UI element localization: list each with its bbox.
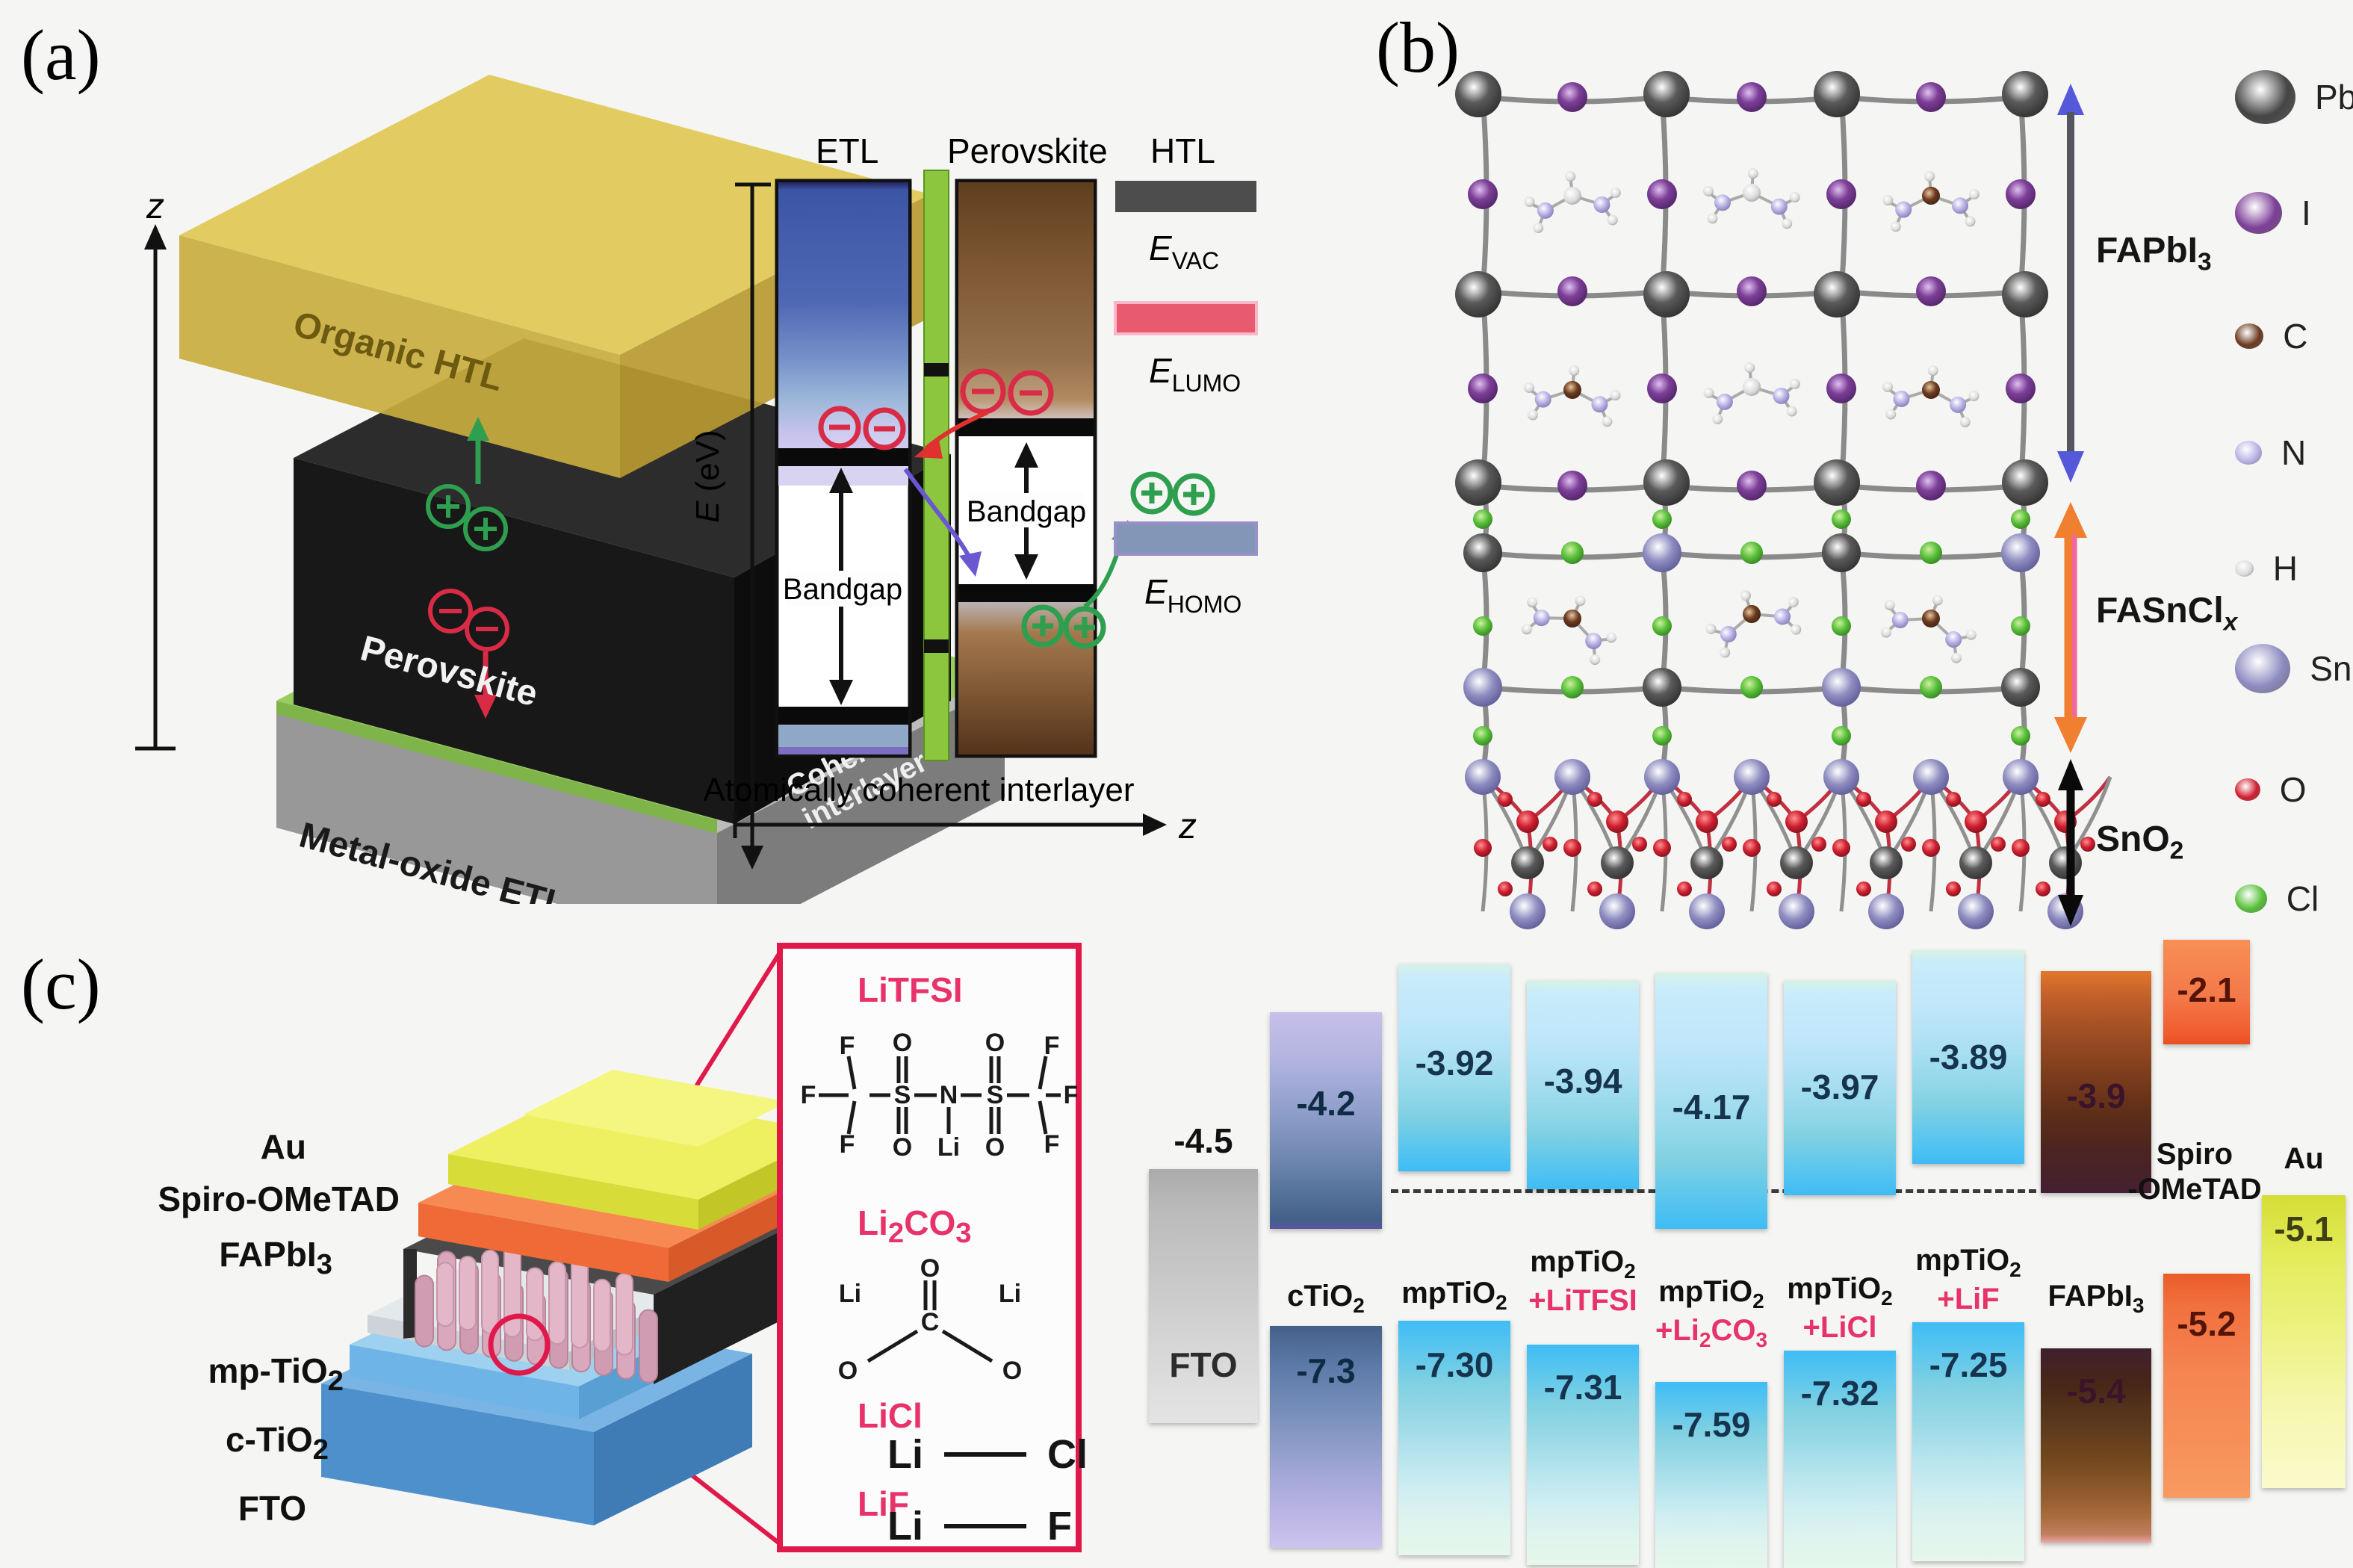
atom-label-f: F [840, 1130, 855, 1159]
energy-value-top-fto: -4.5 [1136, 1121, 1271, 1161]
energy-value-top-mptio2-licl: -3.97 [1773, 1067, 1907, 1107]
energy-bar-label-au: Au [2207, 1141, 2353, 1177]
energy-value-bottom-au: -5.1 [2236, 1209, 2353, 1249]
energy-value-top-mptio2-lif: -3.89 [1901, 1037, 2036, 1077]
li2co3-structure: OCOOLiLi [807, 1248, 1053, 1389]
energy-value-top-ctio2: -4.2 [1259, 1083, 1393, 1124]
energy-value-bottom-ctio2: -7.3 [1259, 1351, 1393, 1391]
energy-value-bottom-mptio2-litfsi: -7.31 [1516, 1367, 1650, 1407]
energy-value-bottom-fapbi3: -5.4 [2029, 1371, 2163, 1411]
atom-label-o: O [985, 1133, 1005, 1162]
atom-label-o: O [893, 1133, 912, 1162]
atom-label-c: C [921, 1308, 940, 1336]
atom-label-o: O [1002, 1357, 1022, 1385]
energy-value-top-mptio2-litfsi: -3.94 [1516, 1061, 1650, 1101]
licl-bond: LiCl [887, 1431, 1088, 1478]
atom-label-li: Li [999, 1280, 1021, 1308]
energy-value-top-mptio2-li2co3: -4.17 [1644, 1087, 1779, 1127]
energy-value-top-fapbi3: -3.9 [2029, 1076, 2163, 1116]
litfsi-structure: FFFSOONLiSOOFFF [783, 1017, 1077, 1167]
atom-label-o: O [893, 1029, 912, 1057]
licl-title: LiCl [858, 1395, 923, 1436]
atom-label-o: O [920, 1254, 940, 1283]
energy-bar-label-fto: FTO [1136, 1345, 1271, 1385]
energy-value-bottom-mptio2-licl: -7.32 [1773, 1373, 1907, 1413]
atom-label-f: F [1044, 1032, 1060, 1060]
energy-value-top-mptio2: -3.92 [1387, 1043, 1522, 1083]
atom-label-s: S [894, 1081, 911, 1109]
energy-value-bottom-mptio2-lif: -7.25 [1901, 1345, 2036, 1385]
energy-value-bottom-spiro-ometad: -5.2 [2139, 1304, 2274, 1344]
li2co3-title: Li2CO3 [858, 1203, 972, 1250]
atom-label-li: Li [937, 1133, 960, 1162]
atom-label-f: F [1064, 1081, 1077, 1109]
atom-label-o: O [838, 1357, 858, 1385]
atom-label-o: O [985, 1029, 1005, 1057]
additives-box: LiTFSI FFFSOONLiSOOFFF Li2CO3 OCOOLiLi L… [777, 943, 1082, 1552]
lif-bond: LiF [887, 1503, 1072, 1549]
atom-label-s: S [987, 1081, 1004, 1109]
litfsi-title: LiTFSI [858, 970, 963, 1010]
energy-value-bottom-mptio2-li2co3: -7.59 [1644, 1404, 1779, 1445]
atom-label-f: F [801, 1081, 816, 1109]
energy-value-top-spiro-ometad: -2.1 [2139, 970, 2274, 1010]
atom-label-f: F [840, 1032, 855, 1060]
energy-value-bottom-mptio2: -7.30 [1387, 1345, 1522, 1385]
atom-label-li: Li [839, 1280, 861, 1308]
atom-label-n: N [940, 1081, 958, 1109]
atom-label-f: F [1044, 1130, 1060, 1159]
